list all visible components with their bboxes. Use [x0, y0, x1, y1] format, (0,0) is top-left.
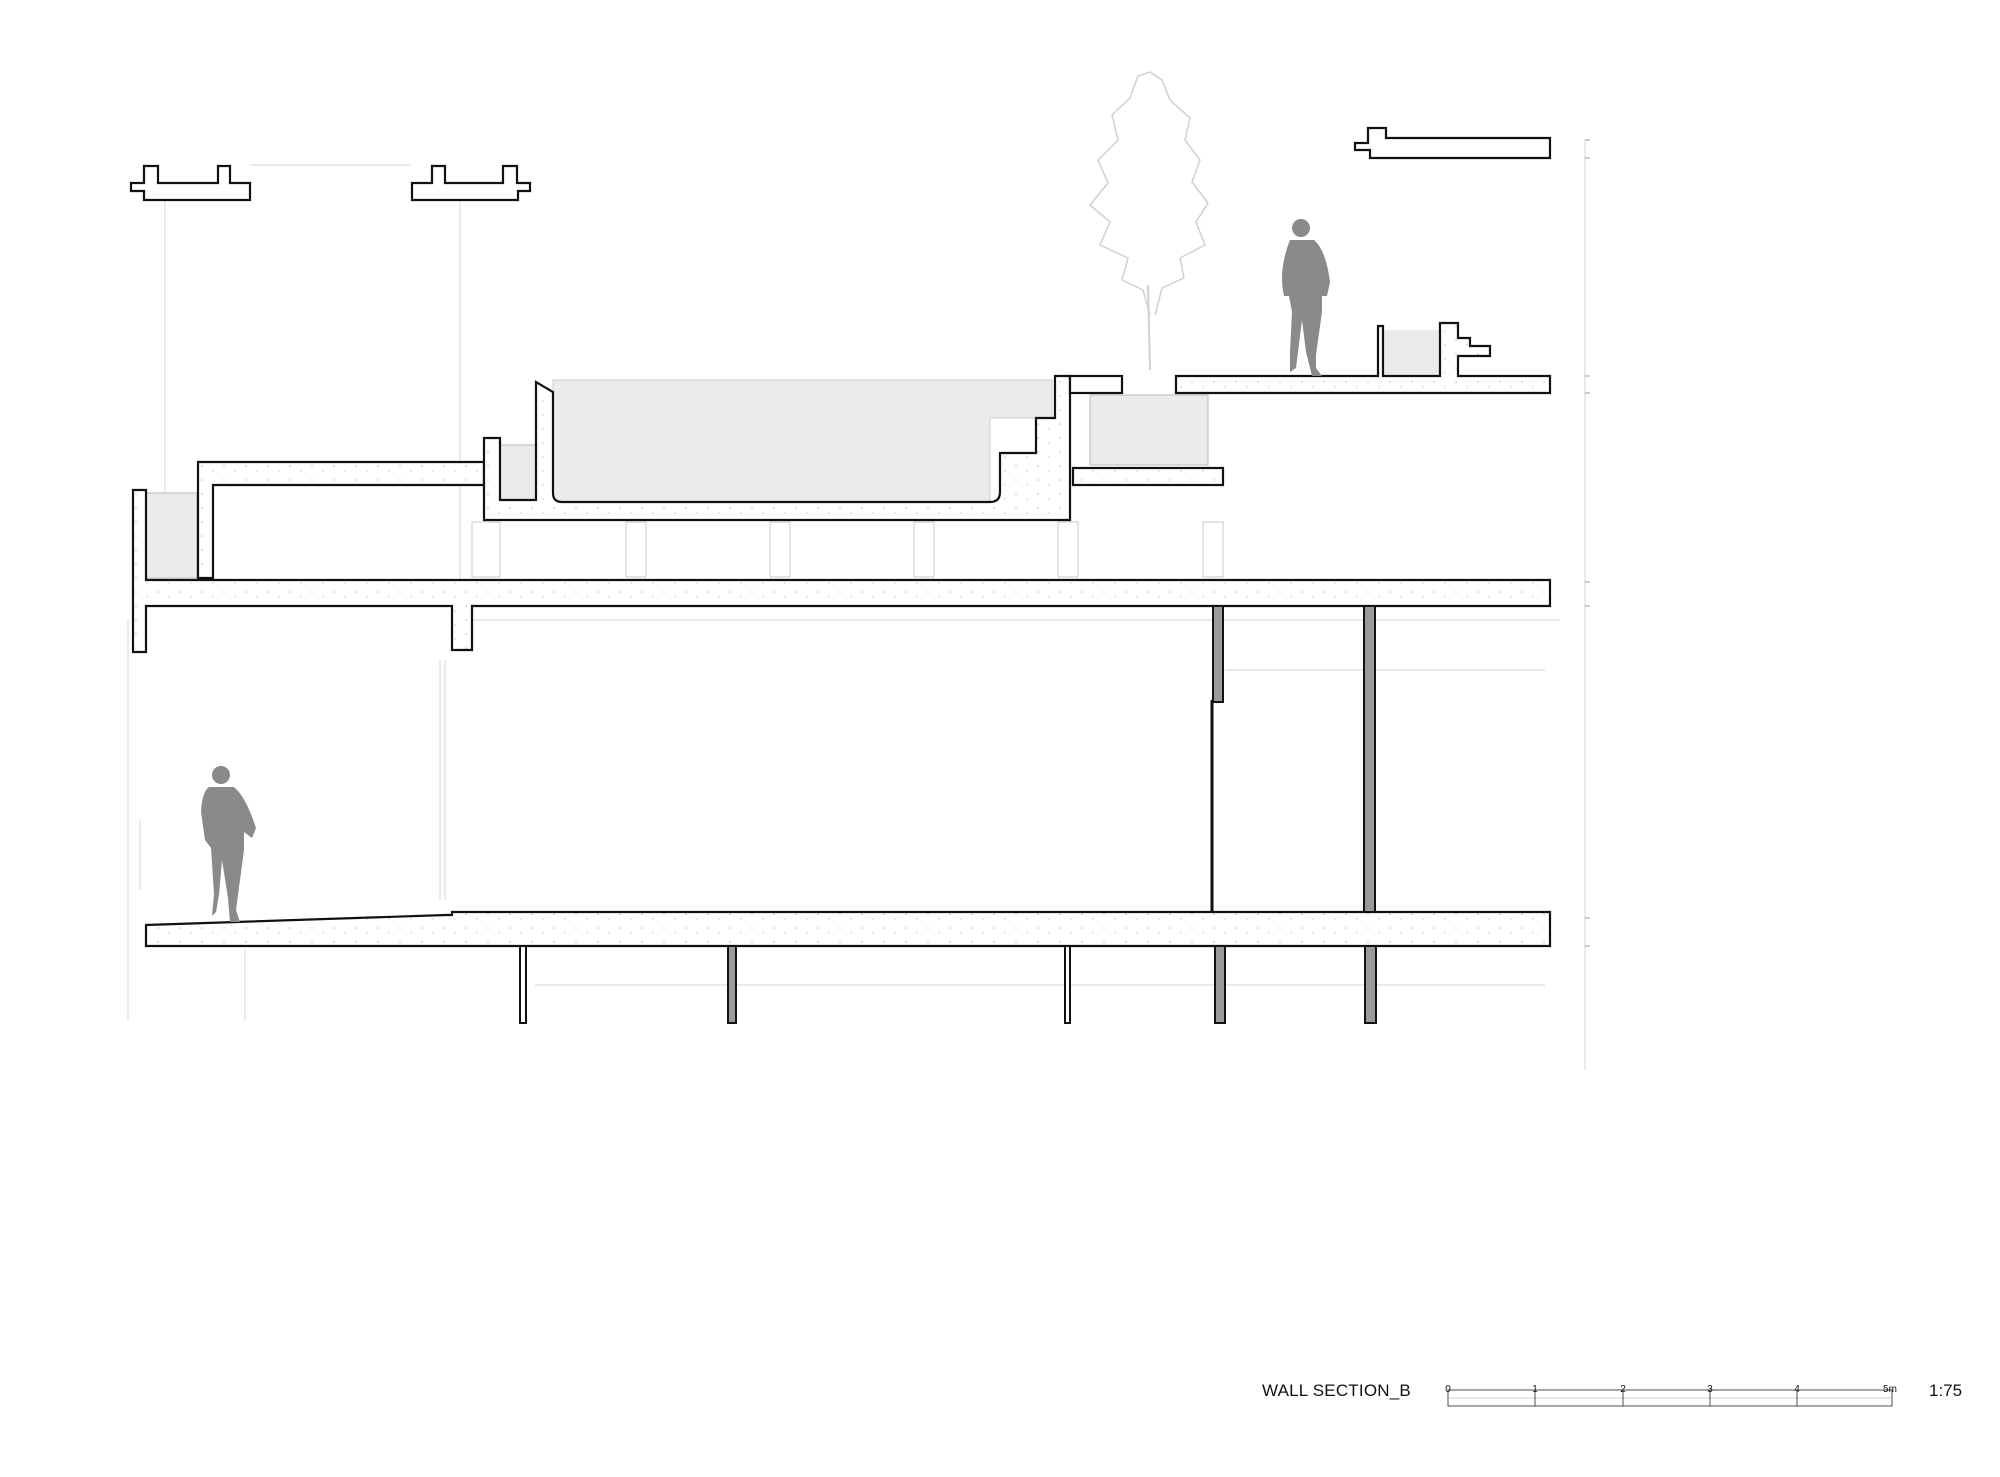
level-ticks: [1585, 139, 1590, 947]
skylight-profile-left: [129, 164, 532, 202]
column-upper-2: [1363, 605, 1376, 913]
tree-outline: [1088, 71, 1209, 316]
glass-panel-pool-side: [497, 444, 537, 501]
scale-tick-4: 4: [1794, 1384, 1800, 1395]
pool-water: [552, 379, 1053, 503]
pool-basin: [482, 374, 1072, 522]
scale-tick-3: 3: [1707, 1384, 1713, 1395]
scale-tick-1: 1: [1532, 1384, 1538, 1395]
intermediate-floor-slab: [131, 488, 1552, 654]
person-figure-lower: [201, 766, 256, 922]
bench-ledge: [1071, 466, 1225, 487]
pool-support-hatch: [471, 521, 1224, 578]
glass-panel-right: [1089, 394, 1209, 466]
terrace-parapet-slab: [196, 460, 486, 580]
pool-coping: [1068, 374, 1124, 395]
tree-trunk: [1147, 284, 1151, 371]
scale-tick-0: 0: [1445, 1384, 1451, 1395]
scale-ratio: 1:75: [1929, 1381, 1963, 1400]
column-upper-1: [1212, 605, 1224, 703]
scale-tick-5m: 5m: [1883, 1384, 1897, 1395]
skylight-profile-right: [1353, 126, 1552, 160]
glass-panel-left: [140, 492, 198, 579]
planter-soil: [1383, 330, 1440, 375]
ground-floor-slab: [144, 910, 1552, 948]
scale-tick-2: 2: [1620, 1384, 1626, 1395]
roof-terrace-slab: [1174, 321, 1552, 395]
person-figure-upper: [1282, 219, 1330, 376]
columns-lower: [519, 945, 1377, 1024]
scale-bar: [1447, 1389, 1893, 1407]
drawing-title: WALL SECTION_B: [1262, 1381, 1411, 1400]
